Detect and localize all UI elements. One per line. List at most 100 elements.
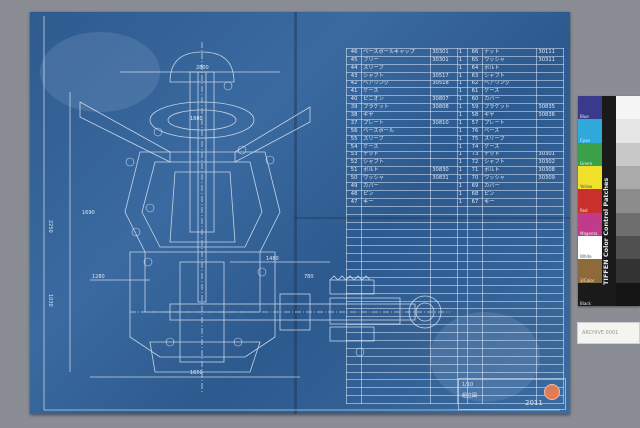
- parts-cell: [361, 253, 432, 263]
- parts-row: [345, 268, 564, 278]
- color-swatch: [578, 236, 602, 260]
- parts-cell: [456, 316, 468, 326]
- parts-cell: [430, 308, 458, 318]
- parts-cell: [536, 205, 564, 215]
- parts-cell: [466, 324, 484, 334]
- parts-cell: [361, 213, 432, 223]
- parts-cell: [430, 237, 458, 247]
- parts-cell: [430, 111, 458, 121]
- parts-cell: 74: [466, 142, 484, 152]
- parts-cell: ブラケット: [482, 103, 538, 113]
- parts-cell: 30517: [430, 71, 458, 81]
- parts-cell: [430, 253, 458, 263]
- parts-cell: 68: [466, 190, 484, 199]
- parts-cell: カバー: [482, 95, 538, 105]
- parts-cell: [345, 221, 363, 231]
- parts-cell: [345, 229, 363, 239]
- parts-row: [345, 253, 564, 263]
- color-swatch: [578, 142, 602, 166]
- parts-cell: [361, 324, 432, 334]
- parts-cell: [466, 308, 484, 318]
- parts-cell: [536, 276, 564, 286]
- parts-cell: ワッシャ: [361, 174, 432, 184]
- parts-cell: [536, 300, 564, 310]
- parts-cell: 61: [466, 87, 484, 97]
- parts-cell: [456, 245, 468, 255]
- parts-cell: [345, 261, 363, 270]
- parts-cell: [430, 316, 458, 326]
- parts-cell: 30301: [430, 48, 458, 57]
- parts-cell: カバー: [482, 182, 538, 192]
- parts-cell: [430, 276, 458, 286]
- parts-cell: [536, 284, 564, 294]
- parts-cell: [536, 316, 564, 326]
- parts-cell: [466, 253, 484, 263]
- parts-cell: 75: [466, 134, 484, 144]
- dimension-label: 1690: [82, 210, 95, 216]
- fold-line-vertical: [294, 12, 297, 414]
- parts-cell: 30302: [536, 158, 564, 168]
- parts-cell: [482, 284, 538, 294]
- parts-row: [345, 332, 564, 341]
- parts-cell: [361, 395, 432, 405]
- dimension-label: 1280: [92, 274, 105, 280]
- parts-cell: [466, 395, 484, 405]
- parts-cell: [345, 316, 363, 326]
- parts-cell: 30808: [430, 103, 458, 113]
- parts-cell: [430, 324, 458, 334]
- parts-cell: 1: [456, 142, 468, 152]
- color-swatch-label: Red: [580, 207, 588, 213]
- parts-cell: 70: [466, 174, 484, 184]
- parts-cell: [345, 237, 363, 247]
- parts-cell: [536, 363, 564, 373]
- parts-cell: [430, 213, 458, 223]
- parts-cell: [361, 339, 432, 349]
- parts-cell: 48: [345, 190, 363, 199]
- parts-cell: 58: [466, 111, 484, 121]
- dimension-label: 1480: [266, 256, 279, 262]
- parts-cell: 1: [456, 158, 468, 168]
- parts-cell: [430, 339, 458, 349]
- parts-cell: 62: [466, 79, 484, 89]
- parts-cell: [430, 190, 458, 199]
- parts-cell: 1: [456, 79, 468, 89]
- parts-cell: [456, 355, 468, 365]
- parts-cell: ナット: [482, 150, 538, 160]
- dimension-label: 1650: [190, 370, 203, 376]
- parts-cell: 30836: [536, 111, 564, 121]
- parts-cell: 1: [456, 150, 468, 160]
- parts-cell: 1: [456, 103, 468, 113]
- parts-cell: [361, 332, 432, 341]
- parts-cell: [345, 379, 363, 389]
- parts-row: [345, 363, 564, 373]
- parts-cell: [345, 284, 363, 294]
- parts-cell: キー: [361, 197, 432, 207]
- parts-cell: ギヤ: [482, 111, 538, 121]
- parts-cell: 30830: [430, 166, 458, 176]
- parts-cell: 51: [345, 166, 363, 176]
- parts-cell: 64: [466, 63, 484, 73]
- parts-cell: [466, 292, 484, 302]
- parts-cell: 69: [466, 182, 484, 192]
- gray-swatch: [616, 142, 640, 166]
- parts-cell: [482, 355, 538, 365]
- gray-swatch: [616, 166, 640, 190]
- parts-cell: [456, 363, 468, 373]
- parts-cell: ベアリング: [361, 79, 432, 89]
- parts-cell: [456, 261, 468, 270]
- parts-cell: プレート: [361, 119, 432, 128]
- parts-cell: 57: [466, 119, 484, 128]
- parts-cell: 1: [456, 166, 468, 176]
- parts-cell: [482, 324, 538, 334]
- parts-cell: 65: [466, 55, 484, 65]
- parts-cell: [482, 276, 538, 286]
- parts-cell: 30831: [430, 174, 458, 184]
- parts-cell: 49: [345, 182, 363, 192]
- assembly-drawing: [43, 16, 560, 411]
